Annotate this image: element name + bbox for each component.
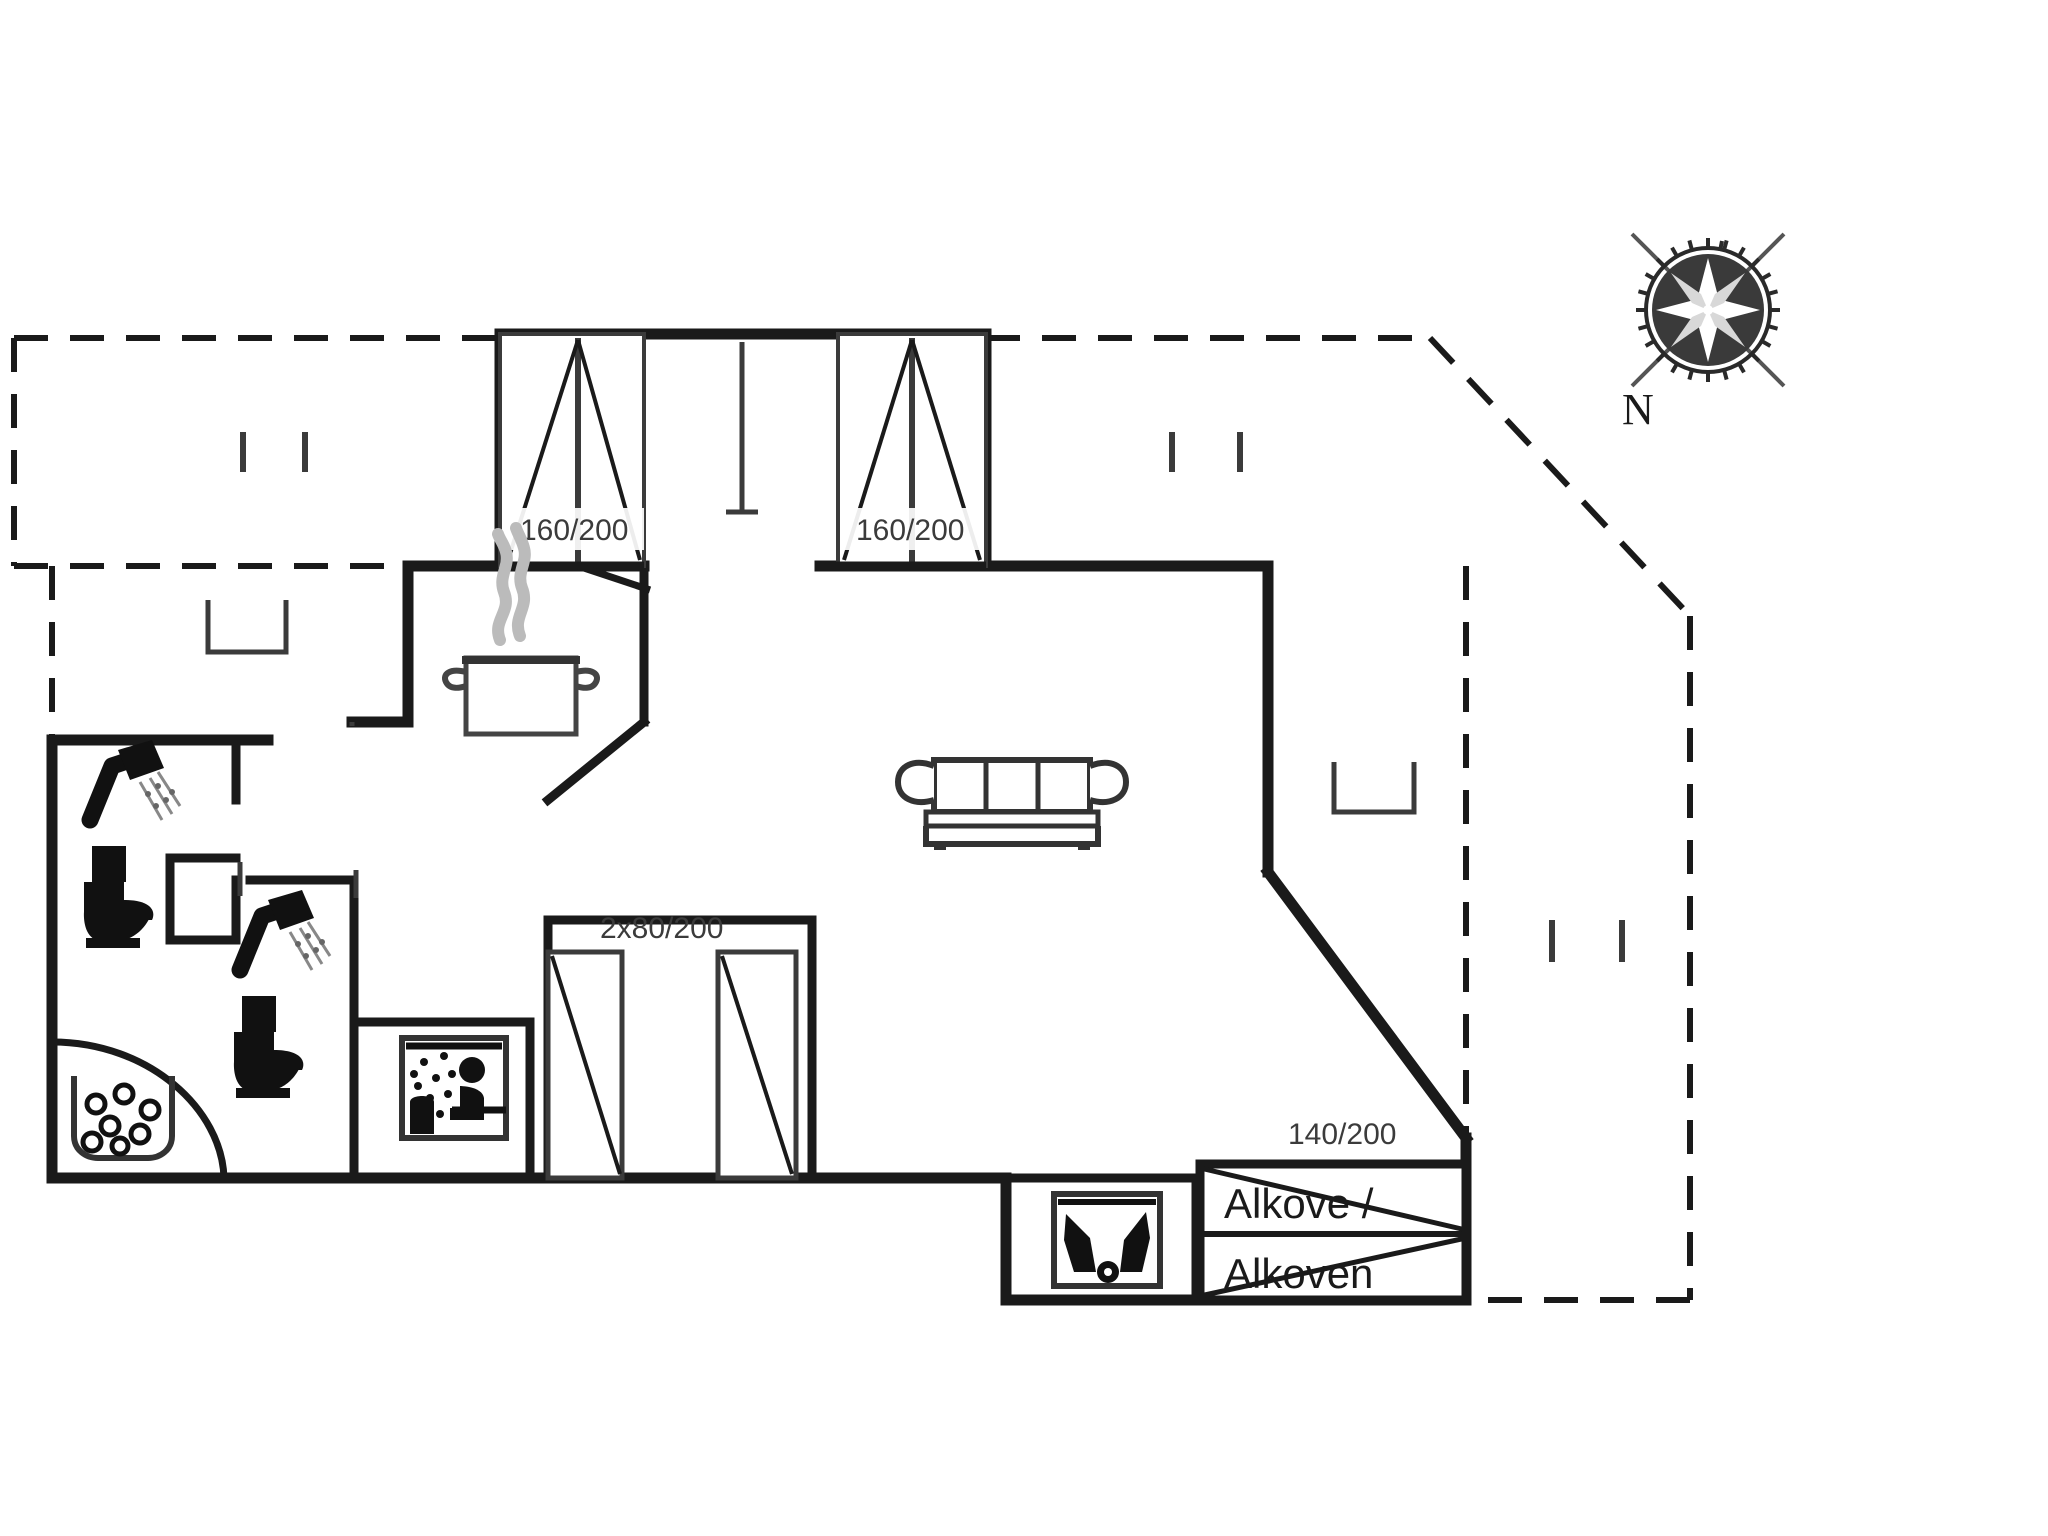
pot-steam-right — [510, 522, 531, 642]
shower-head-icon — [231, 890, 332, 979]
toilet-2-bowl — [233, 1032, 302, 1090]
alcove: 140/200 Alkove / Alkoven — [1195, 1118, 1471, 1305]
compass-point-ne — [1708, 273, 1745, 310]
sofa-backrest — [931, 757, 1093, 815]
pot-handle-right — [575, 667, 600, 691]
toilet-icon — [83, 846, 154, 948]
compass-point-e — [1708, 299, 1760, 321]
toilet-2-seat — [274, 1050, 304, 1070]
toilet-1-seat — [124, 900, 154, 920]
toilet-2-cistern — [242, 996, 276, 1032]
shower-1-spray — [138, 771, 182, 821]
shower-head-icon — [81, 740, 182, 829]
compass-rose-icon — [1630, 232, 1786, 388]
window-left-dimension-label: 160/200 — [520, 514, 628, 547]
window-bay-right: 160/200 — [820, 332, 988, 571]
sauna-icon — [399, 1035, 509, 1141]
compass-tick-ring — [1636, 238, 1780, 382]
pot-handle-left — [442, 667, 467, 691]
window-left-label-bg — [508, 508, 644, 550]
thin-detail-lines — [205, 342, 1417, 898]
window-bay-left: 160/200 — [498, 332, 652, 594]
sofa-foot-left — [934, 842, 946, 850]
sofa-arm-left — [894, 759, 936, 805]
toilet-1-foot — [86, 938, 140, 948]
window-right-dimension-label: 160/200 — [856, 514, 964, 547]
sauna-frame — [399, 1035, 509, 1141]
sauna-person-torso — [460, 1086, 484, 1112]
compass-star — [1656, 258, 1760, 362]
whirlpool-tub-outline — [71, 1076, 175, 1161]
compass-point-n — [1697, 258, 1719, 310]
terrace-corner-diagonal — [1427, 335, 1693, 619]
recess-kitchen-west — [205, 600, 289, 655]
alcove-label-line2: Alkoven — [1224, 1250, 1373, 1297]
shower-1-head — [118, 740, 164, 780]
sofa-seat-front — [923, 809, 1101, 829]
compass-point-w — [1656, 299, 1708, 321]
bedroom-door-right-swing — [720, 955, 794, 1175]
fireplace-ember-core — [1104, 1268, 1112, 1276]
fireplace-log-left — [1064, 1214, 1096, 1272]
shower-1-droplets — [145, 783, 175, 809]
whirlpool-bath-icon — [71, 1076, 175, 1161]
window-right-label-bg — [844, 508, 984, 550]
wall-living-diagonal — [1260, 864, 1474, 1146]
bedroom-doors: 2x80/200 — [545, 912, 799, 1181]
sofa-icon — [894, 757, 1130, 850]
sofa-arm-right — [1088, 759, 1130, 805]
shower-2-head — [268, 890, 314, 930]
alcove-diagonal-lower — [1199, 1235, 1467, 1299]
toilet-2-foot — [236, 1088, 290, 1098]
toilet-icon — [233, 996, 304, 1098]
fireplace-icon — [1051, 1191, 1163, 1289]
window-left-leaf — [576, 562, 652, 594]
compass-point-se — [1708, 310, 1745, 347]
sauna-person-head — [459, 1057, 485, 1083]
toilet-1-bowl — [83, 882, 152, 940]
pot-steam-left — [492, 528, 513, 646]
wall-kitchen-angle — [541, 715, 651, 807]
bedroom-doors-dimension-label: 2x80/200 — [600, 912, 723, 945]
alcove-label-line1: Alkove / — [1224, 1180, 1374, 1227]
pot-body — [463, 655, 579, 737]
sofa-base — [923, 826, 1101, 847]
shower-2-spray — [288, 921, 332, 971]
alcove-diagonal-upper — [1199, 1165, 1467, 1233]
compass-point-sw — [1671, 310, 1708, 347]
compass-north-label: N — [1622, 385, 1654, 434]
cooking-pot-icon — [442, 522, 600, 737]
whirlpool-bubbles — [80, 1082, 162, 1157]
whirlpool-corner-bath — [51, 1038, 228, 1179]
sofa-foot-right — [1078, 842, 1090, 850]
terrace-window-ticks — [240, 432, 1625, 962]
compass-point-nw — [1671, 273, 1708, 310]
compass-point-s — [1697, 310, 1719, 362]
alcove-dimension-label: 140/200 — [1288, 1118, 1396, 1151]
toilet-1-cistern — [92, 846, 126, 882]
shower-2-droplets — [295, 933, 325, 959]
compass-center-dot — [1703, 305, 1713, 315]
sauna-stove — [410, 1096, 434, 1134]
recess-living-east — [1331, 762, 1417, 815]
bedroom-door-left-swing — [550, 955, 622, 1175]
fireplace-log-right — [1120, 1212, 1150, 1272]
